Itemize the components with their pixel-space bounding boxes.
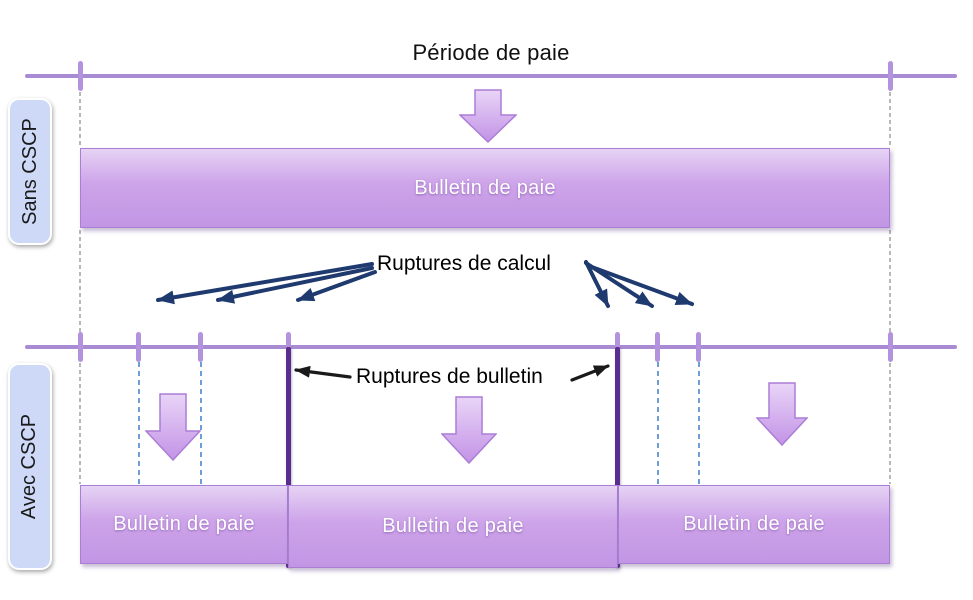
bulletin-bar-label: Bulletin de paie: [414, 176, 556, 199]
timeline-tick: [136, 332, 141, 362]
bulletin-bar-label: Bulletin de paie: [683, 513, 825, 535]
timeline-tick: [78, 332, 83, 362]
bulletin-bar-sans: Bulletin de paie: [80, 148, 890, 228]
pay-period-timeline-top: [25, 74, 957, 78]
page-title: Période de paie: [412, 40, 570, 65]
down-arrow-icon: [441, 396, 497, 464]
row-label-text: Sans CSCP: [18, 118, 41, 225]
pay-period-timeline-bottom: [25, 345, 957, 349]
timeline-tick: [696, 332, 701, 362]
bulletin-bar-avec-2: Bulletin de paie: [288, 485, 618, 568]
bulletin-bar-label: Bulletin de paie: [382, 515, 524, 537]
bulletin-bar-label: Bulletin de paie: [113, 513, 255, 535]
timeline-tick: [655, 332, 660, 362]
row-label-text: Avec CSCP: [18, 413, 41, 520]
row-label-avec-cscp: Avec CSCP: [8, 363, 52, 570]
down-arrow-icon: [756, 382, 808, 446]
down-arrow-icon: [145, 393, 201, 461]
ruptures-calcul-label: Ruptures de calcul: [377, 252, 551, 275]
ruptures-bulletin-label: Ruptures de bulletin: [356, 365, 543, 388]
bulletin-bar-avec-1: Bulletin de paie: [80, 485, 288, 564]
rupture-bulletin-line: [286, 347, 291, 568]
timeline-tick: [198, 332, 203, 362]
rupture-bulletin-line: [615, 347, 620, 568]
row-label-sans-cscp: Sans CSCP: [8, 98, 52, 245]
bulletin-bar-avec-3: Bulletin de paie: [618, 485, 890, 564]
timeline-tick: [888, 332, 893, 362]
timeline-tick: [78, 61, 83, 91]
timeline-tick: [888, 61, 893, 91]
down-arrow-icon: [459, 89, 517, 143]
